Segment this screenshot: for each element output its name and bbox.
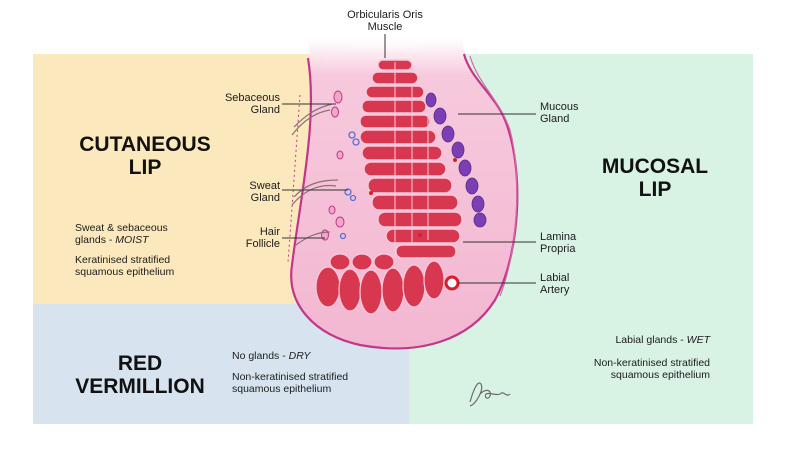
label-sebaceous-gland: Sebaceous Gland <box>224 92 280 116</box>
cutaneous-lip-title: CUTANEOUS LIP <box>79 133 211 179</box>
mucous-glands <box>425 92 487 228</box>
label-lamina-propria: Lamina Propria <box>540 231 577 255</box>
mucosa-inner-border <box>469 55 518 297</box>
cutaneous-epithelium-note: Keratinised stratified squamous epitheli… <box>75 254 175 278</box>
artist-signature <box>469 382 511 407</box>
mucosal-epithelium-note: Non-keratinised stratified squamous epit… <box>593 357 710 381</box>
mucosal-lip-title: MUCOSAL LIP <box>601 155 709 201</box>
red-vermillion-title: RED VERMILLION <box>75 352 205 398</box>
cutaneous-region-panel <box>33 54 323 304</box>
epidermis-border <box>290 53 519 350</box>
hair-shafts <box>291 103 339 246</box>
skin-appendages <box>321 90 345 241</box>
red-vermillion-glands-note: No glands - DRY <box>232 350 311 362</box>
red-vermillion-epithelium-note: Non-keratinised stratified squamous epit… <box>232 371 349 395</box>
mucosal-glands-note: Labial glands - WET <box>615 334 710 346</box>
cutaneous-glands-note: Sweat & sebaceous glands - MOIST <box>75 222 168 246</box>
label-mucous-gland: Mucous Gland <box>540 101 579 125</box>
sweat-gland-coils <box>339 131 360 240</box>
label-labial-artery: Labial Artery <box>540 272 570 296</box>
orbicularis-lower-bundles <box>315 253 445 315</box>
labial-artery <box>444 275 460 291</box>
label-sweat-gland: Sweat Gland <box>249 180 280 204</box>
label-hair-follicle: Hair Follicle <box>245 226 280 250</box>
label-orbicularis-oris: Orbicularis Oris Muscle <box>347 9 423 33</box>
leader-lines <box>282 34 536 284</box>
